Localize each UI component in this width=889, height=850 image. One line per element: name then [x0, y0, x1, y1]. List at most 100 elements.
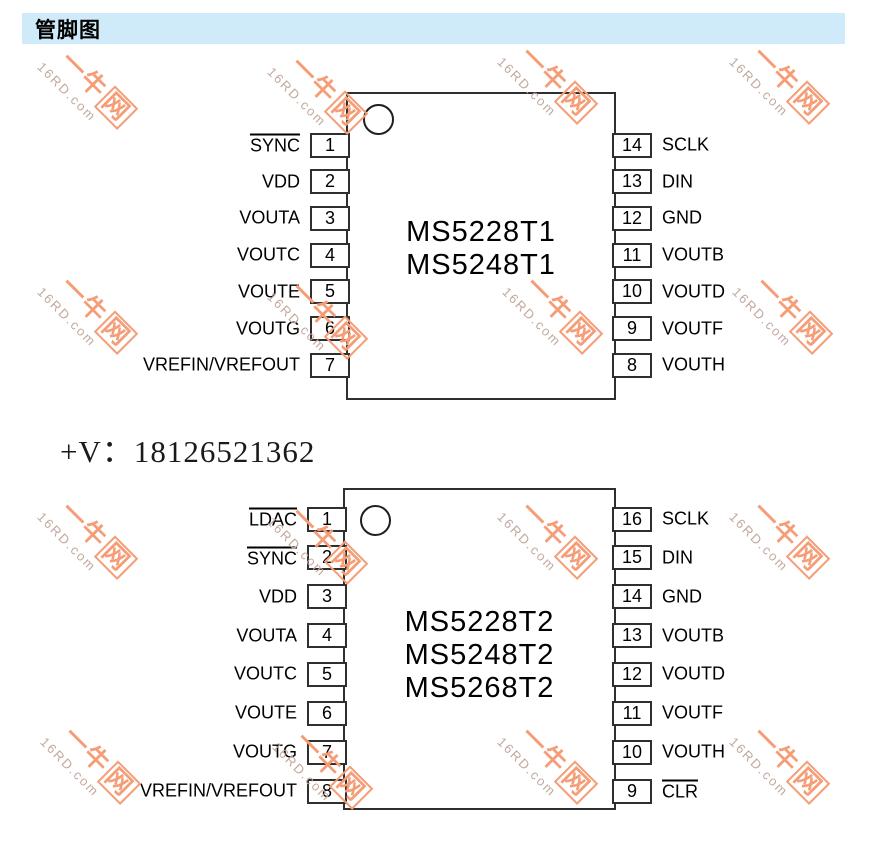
pin-number: 8	[626, 354, 637, 375]
pin-number: 8	[321, 780, 332, 801]
pin-left-2: 2 SYNC	[246, 545, 347, 571]
pin-label-overline: LDAC	[248, 507, 297, 530]
pin-number: 7	[321, 741, 332, 762]
pin-label: DIN	[662, 547, 693, 568]
pin-number-box: 10	[612, 739, 652, 765]
pin-right-12: 12 VOUTD	[612, 661, 725, 687]
pin-number: 3	[321, 586, 332, 607]
pin-label: VOUTD	[662, 281, 725, 302]
watermark-logo: 一牛网	[54, 496, 167, 609]
pin-number-box: 3	[307, 584, 347, 610]
pin-label: VREFIN/VREFOUT	[142, 354, 300, 375]
pin-number-box: 15	[612, 545, 652, 571]
pin-number: 10	[621, 281, 643, 302]
pin-number-box: 8	[612, 352, 652, 378]
pin-label: VREFIN/VREFOUT	[139, 780, 297, 801]
pin-label: VOUTH	[662, 741, 725, 762]
pin-label: VOUTG	[232, 741, 297, 762]
pin-number: 1	[321, 508, 332, 529]
pin1-indicator-circle	[363, 104, 394, 135]
pin-left-1: 1 LDAC	[248, 506, 347, 532]
watermark-site-text: 16RD.com	[726, 734, 792, 800]
pin-label: SCLK	[662, 508, 710, 529]
pin-left-3: 3 VDD	[259, 584, 347, 610]
pin-label: VOUTC	[234, 663, 297, 684]
pin-number: 5	[324, 281, 335, 302]
pin-left-7: 7 VREFIN/VREFOUT	[143, 352, 350, 378]
pin-number-box: 2	[307, 545, 347, 571]
pin-number-box: 12	[612, 661, 652, 687]
pin-label: SCLK	[662, 134, 710, 155]
contact-phone-line: +V：18126521362	[60, 434, 316, 469]
pin-right-9: 9 VOUTF	[612, 316, 723, 341]
watermark-logo: 一牛网	[746, 496, 859, 609]
pin-number: 10	[621, 741, 643, 762]
pin-number: 15	[621, 547, 643, 568]
pin-left-5: 5 VOUTE	[238, 279, 350, 305]
pin-number: 2	[321, 547, 332, 568]
watermark-logo-boxed-char: 网	[93, 310, 139, 356]
pin-number: 9	[626, 780, 637, 801]
pin-number-box: 8	[307, 778, 347, 804]
pin-number: 16	[621, 508, 643, 529]
pin-label: VOUTF	[662, 702, 723, 723]
pin-number-box: 7	[310, 352, 350, 378]
pin-number-box: 2	[310, 169, 350, 195]
pin-label: VOUTB	[662, 625, 725, 646]
pin-number: 1	[324, 134, 335, 155]
watermark-logo: 一牛网	[54, 46, 167, 159]
pin-label: VOUTE	[237, 281, 300, 302]
pin-right-10: 10 VOUTD	[612, 279, 725, 305]
watermark-logo-boxed-char: 网	[785, 535, 831, 581]
chip-part-number: MS5248T1	[406, 249, 556, 281]
pin-label: LDAC	[248, 507, 297, 531]
pin-number-box: 1	[310, 132, 350, 158]
pin-number: 4	[321, 625, 332, 646]
pin-number: 14	[621, 134, 643, 155]
pin-number-box: 5	[310, 279, 350, 305]
pin-number: 6	[321, 702, 332, 723]
chip-part-number: MS5228T1	[406, 216, 556, 248]
pin-left-5: 5 VOUTC	[234, 661, 347, 687]
pin-label: VDD	[258, 586, 297, 607]
pin-number: 5	[321, 663, 332, 684]
pin-label: VOUTF	[662, 318, 723, 338]
pin-number: 11	[622, 702, 642, 723]
pin-number-box: 4	[310, 242, 350, 268]
watermark-logo-boxed-char: 网	[788, 310, 834, 356]
pin-label: SYNC	[246, 546, 297, 569]
pin-number: 9	[626, 318, 637, 338]
pin-number-box: 16	[612, 506, 652, 532]
pin-number: 11	[622, 244, 642, 265]
watermark-logo: 一牛网	[57, 721, 170, 834]
watermark-logo-boxed-char: 网	[785, 80, 831, 126]
pin-left-8: 8 VREFIN/VREFOUT	[140, 778, 347, 804]
pin-number-box: 9	[612, 316, 652, 341]
watermark-site-text: 16RD.com	[34, 284, 100, 350]
pin-label: DIN	[662, 171, 693, 192]
pin-number: 12	[621, 207, 643, 228]
section-title: 管脚图	[35, 18, 101, 42]
watermark-logo: 一牛网	[749, 271, 862, 384]
watermark-site-text: 16RD.com	[37, 734, 103, 800]
watermark-logo-boxed-char: 网	[93, 535, 139, 581]
pin-right-10: 10 VOUTH	[612, 739, 725, 765]
pin1-indicator-circle	[360, 505, 391, 536]
chip-part-number: MS5228T2	[404, 606, 555, 638]
pin-label: VOUTD	[662, 663, 725, 684]
pin-number-box: 3	[310, 205, 350, 231]
watermark-logo: 一牛网	[746, 721, 859, 834]
pin-number-box: 4	[307, 623, 347, 649]
pin-right-16: 16 SCLK	[612, 506, 709, 532]
